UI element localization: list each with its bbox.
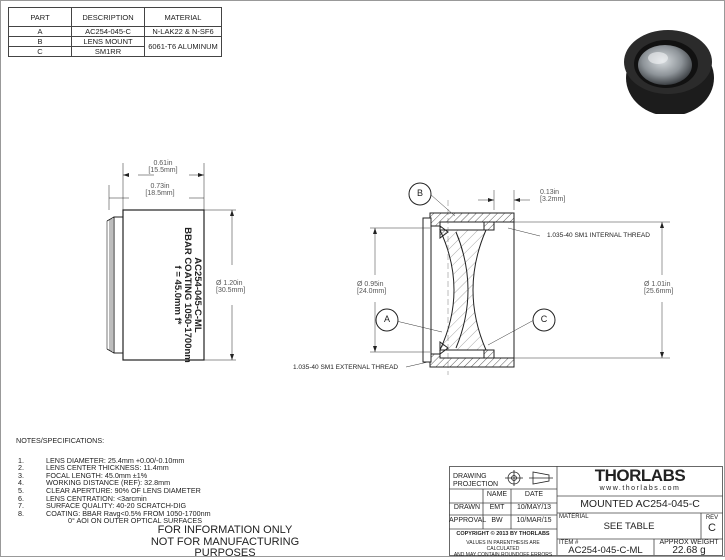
cell-description: LENS MOUNT [71, 36, 145, 47]
projection-symbol-icon [505, 470, 553, 486]
header-material: MATERIAL [144, 7, 222, 27]
rev-value: C [708, 522, 716, 534]
cell-material: N-LAK22 & N-SF6 [144, 26, 222, 37]
weight-value: 22.68 g [672, 545, 706, 556]
header-description: DESCRIPTION [71, 7, 145, 27]
table-row: A AC254-045-C N-LAK22 & N-SF6 [8, 26, 222, 37]
approval-label: APPROVAL [449, 517, 487, 524]
cell-part: C [8, 46, 72, 57]
name-header: NAME [486, 491, 508, 498]
info-line: FOR INFORMATION ONLY [157, 524, 293, 536]
header-part: PART [8, 7, 72, 27]
dim-thread-diameter-mm: [25.6mm] [644, 288, 674, 295]
list-item: 0° AOI ON OUTER OPTICAL SURFACES [68, 516, 203, 526]
disclaimer-line: VALUES IN PARENTHESIS ARE CALCULATED [466, 540, 540, 552]
list-item: 2.LENS CENTER THICKNESS: 11.4mm [18, 463, 169, 473]
weight-label: APPROX WEIGHT [659, 539, 719, 546]
external-thread-label: 1.035-40 SM1 EXTERNAL THREAD [293, 364, 399, 371]
list-item: 7.SURFACE QUALITY: 40-20 SCRATCH-DIG [18, 501, 187, 511]
list-item: 6.LENS CENTRATION: <3arcmin [18, 493, 147, 503]
table-row: B LENS MOUNT 6061-T6 ALUMINUM [8, 36, 222, 57]
drawn-name: EMT [489, 504, 505, 511]
dim-outer-diameter-in: Ø 1.20in [216, 280, 243, 287]
date-header: DATE [524, 491, 544, 498]
dim-length-in: 0.61in [153, 160, 173, 167]
list-item: 3.FOCAL LENGTH: 45.0mm ±1% [18, 470, 148, 480]
material-label: MATERIAL [559, 514, 589, 520]
dim-length-mm: [15.5mm] [148, 167, 178, 174]
cell-description: SM1RR [71, 46, 145, 57]
table-row: C SM1RR [8, 46, 222, 57]
engraving-line: f = 45.0mm f* [172, 265, 183, 325]
engraving-line: AC254-045-C-ML [192, 257, 203, 333]
list-item: 1.LENS DIAMETER: 25.4mm +0.00/-0.10mm [18, 455, 185, 465]
approval-date: 10/MAR/15 [516, 517, 552, 524]
side-view [106, 163, 236, 361]
cell-part: A [8, 26, 72, 37]
info-line: NOT FOR MANUFACTURING PURPOSES [150, 535, 300, 559]
parts-table-header: PART DESCRIPTION MATERIAL [8, 7, 222, 27]
dim-ring-thickness-mm: [3.2mm] [540, 196, 566, 203]
cell-part: B [8, 36, 72, 47]
copyright: COPYRIGHT © 2013 BY THORLABS [456, 531, 550, 537]
engraving-text: AC254-045-C-ML BBAR COATING 1050-1700nm … [172, 205, 203, 385]
engraving-line: BBAR COATING 1050-1700nm [182, 227, 193, 363]
item-label: ITEM # [559, 540, 579, 546]
rev-label: REV [705, 515, 719, 521]
dim-outer-diameter-mm: [30.5mm] [216, 287, 246, 294]
dim-overall-mm: [18.5mm] [145, 190, 175, 197]
callout-c: C [540, 314, 548, 324]
list-item: 4.WORKING DISTANCE (REF): 32.8mm [18, 478, 171, 488]
section-view [370, 182, 670, 375]
callout-a: A [383, 314, 390, 324]
item-value: AC254-045-C-ML [568, 545, 643, 556]
drawn-date: 10/MAY/13 [516, 504, 552, 511]
material-value: SEE TABLE [603, 521, 655, 532]
product-photo [624, 30, 714, 114]
disclaimer: VALUES IN PARENTHESIS ARE CALCULATED AND… [450, 540, 556, 558]
list-item: 8.COATING: BBAR Ravg<0.5% FROM 1050-1700… [18, 508, 211, 518]
list-item: 5.CLEAR APERTURE: 90% OF LENS DIAMETER [18, 485, 201, 495]
approval-name: BW [491, 517, 503, 524]
cell-material: 6061-T6 ALUMINUM [144, 36, 222, 57]
drawing-projection-label: DRAWING PROJECTION [453, 473, 499, 488]
drawing-title: MOUNTED AC254-045-C [580, 498, 700, 510]
thorlabs-logo: THORLABS www.thorlabs.com [557, 467, 723, 493]
info-disclaimer: FOR INFORMATION ONLY NOT FOR MANUFACTURI… [120, 524, 330, 560]
parts-table: PART DESCRIPTION MATERIAL A AC254-045-C … [8, 7, 222, 57]
website: www.thorlabs.com [599, 485, 681, 492]
dim-thread-diameter-in: Ø 1.01in [644, 281, 671, 288]
dim-overall-in: 0.73in [150, 183, 170, 190]
drawn-label: DRAWN [453, 504, 481, 511]
notes-specifications: NOTES/SPECIFICATIONS: 1.LENS DIAMETER: 2… [16, 437, 211, 525]
dim-clear-diameter-mm: [24.0mm] [357, 288, 387, 295]
disclaimer-line: AND MAY CONTAIN ROUNDOFF ERRORS [453, 552, 553, 558]
cell-description: AC254-045-C [71, 26, 145, 37]
internal-thread-label: 1.035-40 SM1 INTERNAL THREAD [547, 232, 650, 239]
dim-ring-thickness-in: 0.13in [540, 189, 560, 196]
dim-clear-diameter-in: Ø 0.95in [357, 281, 384, 288]
notes-heading: NOTES/SPECIFICATIONS: [16, 436, 105, 445]
title-block-grid [449, 466, 723, 556]
callout-b: B [416, 188, 423, 198]
